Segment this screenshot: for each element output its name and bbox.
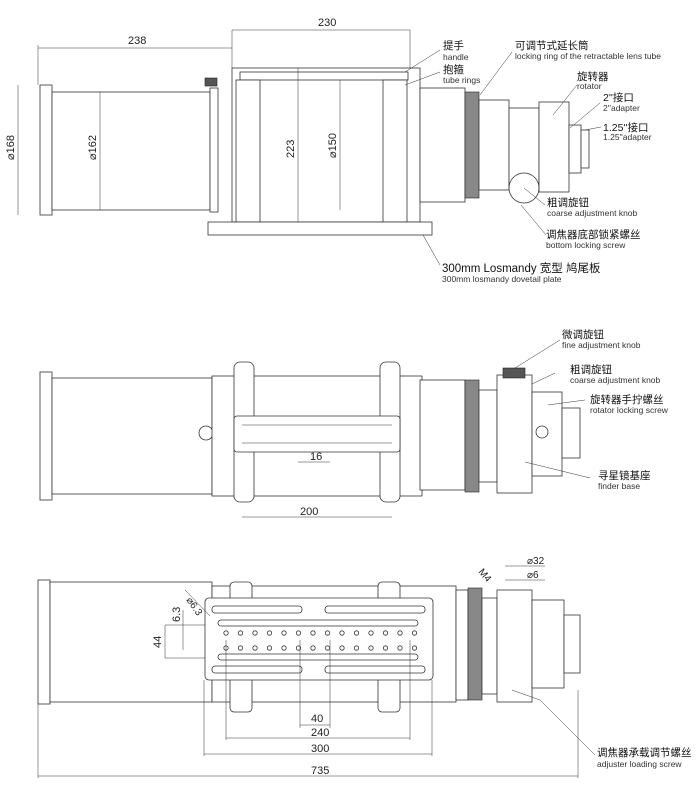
callout-coarse-cn: 粗调旋钮 xyxy=(547,196,589,209)
dim-m4: M4 xyxy=(476,567,494,585)
callout-coarse2-en: coarse adjustment knob xyxy=(570,375,661,385)
callout-ring-cn: 可调节式延长筒 xyxy=(515,39,589,52)
callout-lock-en: bottom locking screw xyxy=(546,240,626,250)
plate-hole xyxy=(281,645,287,651)
handle xyxy=(239,71,409,81)
plate-hole xyxy=(237,630,244,636)
focus-ring xyxy=(464,91,480,199)
dim-16: 16 xyxy=(310,451,322,463)
callout-2in-cn: 2''接口 xyxy=(603,91,634,104)
callout-125-en: 1.25''adapter xyxy=(603,132,652,142)
plate-hole xyxy=(397,645,403,651)
dim-phi6: ⌀6 xyxy=(527,570,539,581)
callout-adjuster-en: adjuster loading screw xyxy=(597,759,682,769)
callout-plate-cn: 300mm Losmandy 宽型 鸠尾板 xyxy=(442,261,601,275)
plate-hole xyxy=(411,630,418,636)
side-view: 16 200 微调旋钮 fine adjustment knob 粗调旋钮 co… xyxy=(39,328,669,518)
plate-hole xyxy=(353,630,360,636)
dim-phi32: ⌀32 xyxy=(527,556,545,567)
dim-238: 238 xyxy=(128,35,146,47)
dim-phi162: ⌀162 xyxy=(87,135,99,160)
plate-hole xyxy=(324,630,331,636)
dovetail-plate xyxy=(204,597,434,681)
dim-phi150: ⌀150 xyxy=(327,133,339,158)
callout-handle-cn: 提手 xyxy=(443,39,464,52)
plate-hole xyxy=(281,630,287,636)
rotator xyxy=(531,599,565,689)
rotator xyxy=(538,101,570,193)
callout-ring-en: locking ring of the retractable lens tub… xyxy=(515,51,661,61)
plate-hole xyxy=(382,645,389,651)
dim-44: 44 xyxy=(152,636,164,648)
dovetail-plate xyxy=(207,221,433,236)
callout-fine-en: fine adjustment knob xyxy=(562,340,641,350)
callout-rotator-en: rotator xyxy=(577,81,602,91)
dim-6-3: 6.3 xyxy=(171,607,183,622)
dim-40: 40 xyxy=(311,713,323,725)
plate-hole xyxy=(266,630,273,636)
callout-rings-en: tube rings xyxy=(443,75,480,85)
callout-coarse2-cn: 粗调旋钮 xyxy=(570,363,612,376)
dim-240: 240 xyxy=(311,727,329,739)
dim-phi168: ⌀168 xyxy=(5,135,17,160)
callout-rotscrew-cn: 旋转器手拧螺丝 xyxy=(590,393,664,406)
plate-hole xyxy=(295,630,302,636)
callout-125-cn: 1.25''接口 xyxy=(603,121,648,134)
dim-230: 230 xyxy=(318,17,336,29)
plate-hole xyxy=(310,645,316,651)
callout-plate-en: 300mm losmandy dovetail plate xyxy=(442,274,562,284)
focuser xyxy=(496,589,533,703)
callout-rotator-cn: 旋转器 xyxy=(577,70,609,83)
plate-hole xyxy=(353,645,360,651)
dim-300: 300 xyxy=(311,743,329,755)
callout-coarse-en: coarse adjustment knob xyxy=(547,208,638,218)
dew-cap xyxy=(39,84,53,216)
plate-hole xyxy=(223,630,229,636)
dim-200: 200 xyxy=(300,506,318,518)
callout-rotscrew-en: rotator locking screw xyxy=(590,405,669,415)
plate-hole xyxy=(411,645,418,651)
callout-handle-en: handle xyxy=(443,52,469,62)
dim-735: 735 xyxy=(311,765,329,777)
callout-finder-cn: 寻星镜基座 xyxy=(598,469,651,482)
dovetail-plate xyxy=(233,415,401,453)
plate-hole xyxy=(295,645,302,651)
dim-223: 223 xyxy=(285,140,297,158)
tube-ring xyxy=(382,79,408,223)
callout-rings-cn: 抱箍 xyxy=(443,63,464,76)
plate-hole xyxy=(368,630,374,636)
callout-fine-cn: 微调旋钮 xyxy=(562,328,604,341)
plate-hole xyxy=(310,630,316,636)
plate-hole xyxy=(397,630,403,636)
callout-finder-en: finder base xyxy=(598,481,640,491)
screw-icon xyxy=(204,77,218,87)
callout-adjuster-cn: 调焦器承载调节螺丝 xyxy=(597,746,692,759)
callout-2in-en: 2''adapter xyxy=(603,103,640,113)
tube-ring xyxy=(235,79,261,223)
plate-hole xyxy=(252,645,258,651)
plate-hole xyxy=(368,645,374,651)
plate-hole xyxy=(324,645,331,651)
top-view: 238 230 ⌀168 ⌀162 223 ⌀150 提手 handle 抱箍 … xyxy=(5,17,661,284)
plate-hole xyxy=(339,630,345,636)
focuser xyxy=(496,374,533,494)
plate-hole xyxy=(382,630,389,636)
plate-hole xyxy=(237,645,244,651)
plate-hole xyxy=(252,630,258,636)
plate-hole xyxy=(266,645,273,651)
tube xyxy=(51,91,211,211)
callout-lock-cn: 调焦器底部锁紧螺丝 xyxy=(546,228,641,241)
plate-hole xyxy=(339,645,345,651)
fine-knob xyxy=(502,367,526,379)
bottom-view: ⌀6.3 6.3 44 40 240 300 735 M4 ⌀32 ⌀6 调焦器… xyxy=(37,556,692,778)
